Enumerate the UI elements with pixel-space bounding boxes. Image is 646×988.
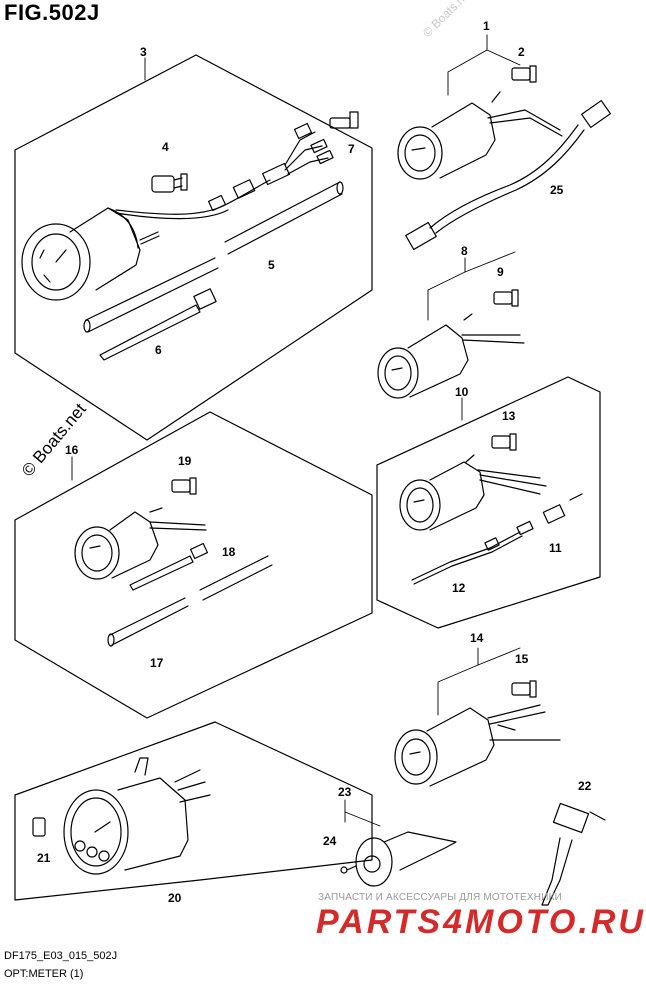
meter-8 — [377, 313, 525, 399]
callout-4: 4 — [162, 140, 169, 154]
callout-18: 18 — [222, 545, 236, 559]
callout-5: 5 — [268, 258, 275, 272]
bulb-21 — [32, 817, 46, 837]
callout-9: 9 — [497, 265, 504, 279]
tube-11 — [542, 493, 583, 524]
callout-25: 25 — [550, 183, 564, 197]
sensor-23 — [355, 831, 457, 887]
group-box-3 — [14, 54, 373, 441]
parts-diagram: FIG.502J — [4, 0, 643, 980]
tube-5 — [83, 181, 344, 333]
bulb-7 — [329, 111, 359, 129]
bulb-13 — [491, 433, 517, 451]
callout-7: 7 — [348, 142, 355, 156]
callout-2: 2 — [518, 45, 525, 59]
bulb-2 — [511, 65, 537, 83]
callout-24: 24 — [323, 834, 337, 848]
callout-13: 13 — [502, 409, 516, 423]
group-box-16 — [14, 411, 373, 719]
callouts: 1 2 3 4 5 6 7 8 9 10 11 12 13 14 15 16 1… — [37, 19, 592, 905]
callout-20: 20 — [168, 891, 182, 905]
callout-17: 17 — [150, 656, 164, 670]
callout-3: 3 — [140, 45, 147, 59]
bulb-19 — [171, 477, 197, 495]
leader-lines — [71, 34, 521, 827]
bulb-15 — [511, 680, 537, 698]
bulb-9 — [493, 289, 519, 307]
meter-1 — [397, 91, 563, 180]
callout-1: 1 — [483, 19, 490, 33]
meter-10 — [399, 454, 547, 531]
group-box-10 — [376, 376, 601, 629]
callout-19: 19 — [178, 454, 192, 468]
callout-6: 6 — [155, 343, 162, 357]
callout-14: 14 — [470, 631, 484, 645]
screw-24 — [340, 865, 357, 874]
harness-12 — [411, 520, 534, 585]
callout-15: 15 — [515, 652, 529, 666]
meter-16 — [74, 507, 207, 580]
meter-14 — [394, 704, 561, 787]
callout-21: 21 — [37, 851, 51, 865]
tube-17 — [107, 555, 273, 647]
callout-16: 16 — [65, 443, 79, 457]
bulb-4 — [151, 173, 188, 193]
cable-tie-18 — [129, 542, 209, 591]
model-code: DF175_E03_015_502J — [4, 950, 118, 962]
diagram-drawing: 1 2 3 4 5 6 7 8 9 10 11 12 13 14 15 16 1… — [14, 19, 612, 906]
shop-watermark-subtitle: ЗАПЧАСТИ И АКСЕССУАРЫ ДЛЯ МОТОТЕХНИКИ — [318, 892, 563, 903]
figure-caption: OPT:METER (1) — [4, 968, 84, 980]
callout-23: 23 — [338, 785, 352, 799]
shop-watermark-logo: PARTS4MOTO.RU — [316, 903, 646, 941]
meter-3 — [21, 207, 160, 301]
callout-11: 11 — [549, 541, 562, 555]
cable-tie-6 — [99, 288, 217, 361]
harness-3 — [115, 122, 334, 220]
callout-22: 22 — [578, 779, 592, 793]
figure-title: FIG.502J — [4, 0, 100, 25]
meter-20 — [63, 757, 211, 875]
harness-25 — [405, 99, 612, 251]
callout-8: 8 — [461, 244, 468, 258]
sensor-22 — [541, 802, 606, 906]
group-box-20 — [14, 721, 373, 901]
callout-10: 10 — [455, 385, 469, 399]
callout-12: 12 — [452, 581, 466, 595]
